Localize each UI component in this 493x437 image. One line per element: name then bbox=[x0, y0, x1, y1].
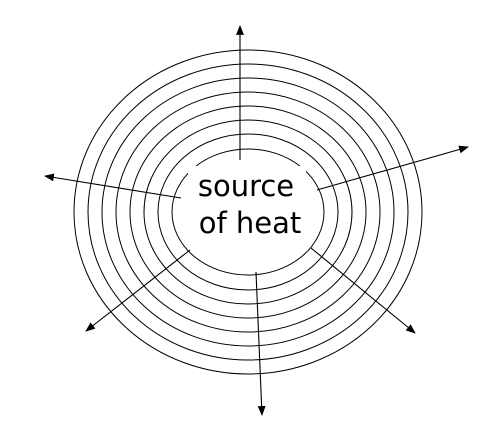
arrow-down bbox=[255, 271, 266, 416]
label-of-heat: of heat bbox=[199, 206, 302, 240]
arrow-lower-right bbox=[310, 247, 416, 334]
arrow-right bbox=[316, 145, 469, 191]
ring-3 bbox=[143, 119, 353, 305]
concentric-rings bbox=[73, 49, 423, 375]
ring-6 bbox=[101, 77, 395, 347]
ring-1 bbox=[171, 148, 325, 276]
ring-4 bbox=[129, 105, 367, 319]
arrow-lower-left bbox=[85, 249, 191, 332]
label-backdrop bbox=[188, 166, 306, 242]
ring-5 bbox=[115, 91, 381, 333]
arrow-left bbox=[44, 173, 182, 199]
radiation-arrows bbox=[44, 25, 469, 416]
ring-8 bbox=[73, 49, 423, 375]
ring-7 bbox=[87, 63, 409, 361]
ring-2 bbox=[157, 133, 339, 291]
label-source: source bbox=[198, 169, 294, 203]
